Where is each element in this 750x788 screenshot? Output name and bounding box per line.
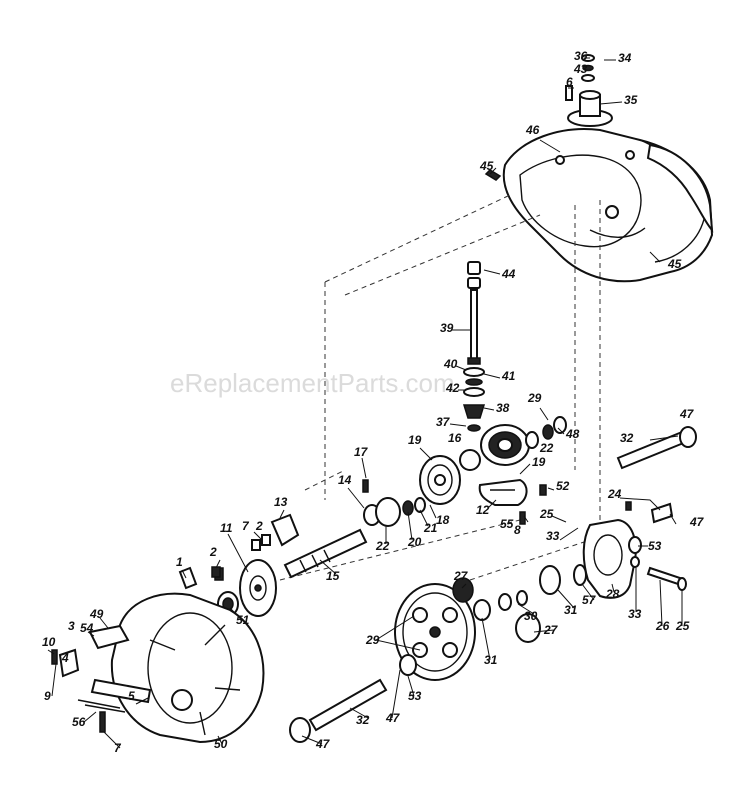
label-4: 4 <box>61 651 69 665</box>
label-22-left: 22 <box>375 539 390 553</box>
label-34: 34 <box>618 51 632 65</box>
label-36: 36 <box>574 49 588 63</box>
label-13: 13 <box>274 495 288 509</box>
differential-plate <box>419 455 461 505</box>
label-53-bottom: 53 <box>408 689 422 703</box>
label-10: 10 <box>42 635 56 649</box>
label-43: 43 <box>573 62 588 76</box>
label-31-bottom: 31 <box>484 653 498 667</box>
shift-fork <box>478 478 528 506</box>
alignment-lines <box>279 194 601 581</box>
label-16: 16 <box>448 431 462 445</box>
label-2-top: 2 <box>255 519 263 533</box>
vertical-shaft <box>462 261 486 432</box>
label-47-right-mid: 47 <box>689 515 705 529</box>
label-38: 38 <box>496 401 510 415</box>
label-9: 9 <box>44 689 51 703</box>
label-33-bottom: 33 <box>628 607 642 621</box>
label-39: 39 <box>440 321 454 335</box>
leader-lines <box>47 57 683 749</box>
label-47-bottom-mid: 47 <box>385 711 401 725</box>
watermark: eReplacementParts.com <box>170 368 455 398</box>
label-46: 46 <box>525 123 540 137</box>
side-cover <box>110 592 265 744</box>
label-44: 44 <box>501 267 516 281</box>
label-19-right: 19 <box>532 455 546 469</box>
label-54: 54 <box>80 621 94 635</box>
lower-shaft <box>289 654 417 743</box>
label-17: 17 <box>354 445 369 459</box>
small-hardware <box>362 479 547 527</box>
label-11: 11 <box>220 521 233 535</box>
shift-lever <box>51 624 152 733</box>
label-55: 55 <box>500 517 514 531</box>
label-35: 35 <box>624 93 638 107</box>
label-56: 56 <box>72 715 86 729</box>
spur-gears <box>452 564 587 643</box>
main-shaft <box>270 513 368 579</box>
right-housing <box>582 518 637 599</box>
part-labels: 36 34 43 6 35 46 45 45 44 39 40 41 42 38… <box>42 49 705 755</box>
label-51: 51 <box>236 613 250 627</box>
label-21: 21 <box>423 521 438 535</box>
right-shaft <box>616 426 697 591</box>
label-57: 57 <box>582 593 597 607</box>
label-29-bottom: 29 <box>365 633 380 647</box>
label-28: 28 <box>605 587 620 601</box>
label-22-right: 22 <box>539 441 554 455</box>
large-gear <box>394 583 476 681</box>
label-3: 3 <box>68 619 75 633</box>
label-6: 6 <box>566 75 573 89</box>
label-27-top: 27 <box>453 569 469 583</box>
label-40: 40 <box>443 357 458 371</box>
label-52: 52 <box>556 479 570 493</box>
label-53-right: 53 <box>648 539 662 553</box>
label-25-top: 25 <box>539 507 554 521</box>
label-31-right: 31 <box>564 603 578 617</box>
label-45-top: 45 <box>479 159 494 173</box>
label-7-top: 7 <box>242 519 250 533</box>
label-7-bottom: 7 <box>114 741 122 755</box>
label-15: 15 <box>326 569 340 583</box>
label-45-right: 45 <box>667 257 682 271</box>
label-32-right: 32 <box>620 431 634 445</box>
label-12: 12 <box>476 503 490 517</box>
pulley-disc <box>214 559 277 617</box>
label-19-left: 19 <box>408 433 422 447</box>
label-47-right-top: 47 <box>679 407 695 421</box>
label-29-top: 29 <box>527 391 542 405</box>
label-42: 42 <box>445 381 460 395</box>
upper-housing <box>502 128 714 283</box>
label-37: 37 <box>436 415 451 429</box>
label-1: 1 <box>176 555 183 569</box>
label-41: 41 <box>501 369 516 383</box>
label-14: 14 <box>338 473 352 487</box>
label-5: 5 <box>128 689 135 703</box>
label-8: 8 <box>514 523 521 537</box>
label-26: 26 <box>655 619 670 633</box>
label-30: 30 <box>524 609 538 623</box>
label-47-bottom-left: 47 <box>315 737 331 751</box>
label-24: 24 <box>607 487 622 501</box>
label-50: 50 <box>214 737 228 751</box>
bevel-gear <box>459 416 567 471</box>
top-bushing <box>484 54 613 181</box>
label-20: 20 <box>407 535 422 549</box>
label-33-top: 33 <box>546 529 560 543</box>
label-2-left: 2 <box>209 545 217 559</box>
label-18: 18 <box>436 513 450 527</box>
label-48: 48 <box>565 427 580 441</box>
label-49: 49 <box>89 607 104 621</box>
